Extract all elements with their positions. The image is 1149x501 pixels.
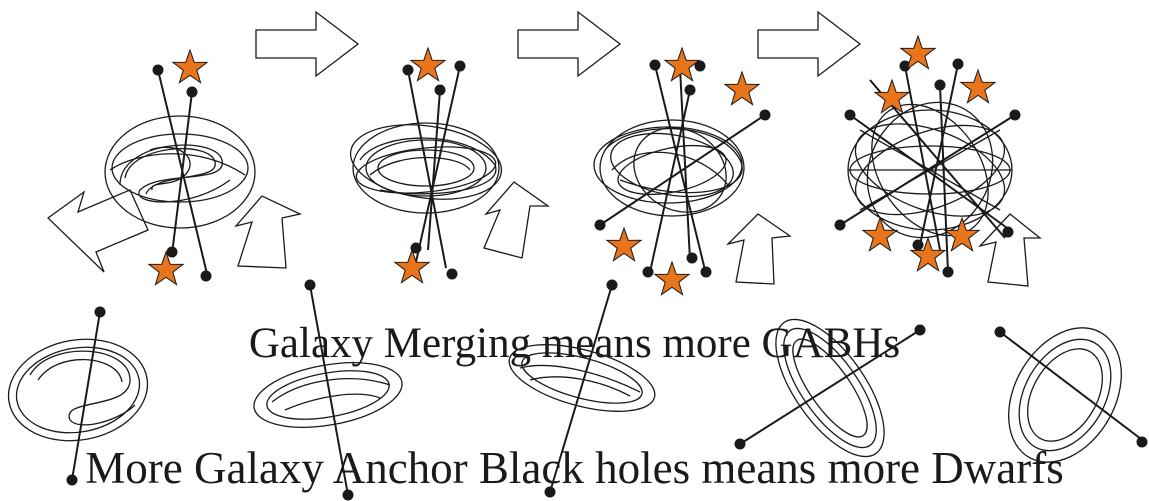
black-hole-icon: [1136, 436, 1148, 448]
black-hole-icon: [686, 252, 698, 264]
black-hole-icon: [649, 59, 661, 71]
black-hole-icon: [544, 486, 556, 498]
black-hole-icon: [454, 60, 466, 72]
black-hole-icon: [166, 246, 178, 258]
transition-arrow-3-icon: [757, 11, 861, 77]
star-icon: [394, 249, 430, 284]
black-hole-icon: [700, 266, 712, 278]
caption-galaxy-merging: Galaxy Merging means more GABHs: [248, 320, 901, 367]
dwarf-galaxy-5: [999, 327, 1146, 463]
star-icon: [654, 261, 690, 296]
black-hole-icon: [434, 84, 446, 96]
black-hole-icon: [934, 79, 946, 91]
star-icon: [606, 227, 642, 262]
black-hole-icon: [594, 219, 606, 231]
black-hole-icon: [844, 109, 856, 121]
black-hole-icon: [410, 242, 422, 254]
black-hole-icon: [1002, 226, 1014, 238]
galaxy-icon: [104, 115, 256, 229]
star-icon: [724, 71, 760, 106]
galaxy-icon: [349, 122, 503, 214]
galaxy-icon: [593, 119, 745, 217]
star-icon: [944, 217, 980, 252]
star-icon: [664, 47, 700, 82]
black-hole-icon: [912, 239, 924, 251]
black-hole-icon: [1009, 109, 1021, 121]
dwarf-galaxy-4: [739, 318, 921, 458]
merge-stage-4: [839, 63, 1042, 287]
black-hole-icons: [66, 58, 1148, 501]
black-hole-icon: [694, 60, 706, 72]
dwarf-galaxy-2: [253, 284, 403, 496]
black-hole-icon: [342, 489, 354, 501]
merge-stage-1: [46, 69, 302, 279]
merge-stage-2: [349, 65, 503, 269]
black-hole-icon: [952, 58, 964, 70]
dwarf-galaxy-1: [7, 311, 149, 481]
black-hole-icon: [994, 326, 1006, 338]
star-icon: [172, 49, 208, 84]
black-hole-icon: [642, 266, 654, 278]
black-hole-icon: [734, 438, 746, 450]
black-hole-icon: [834, 219, 846, 231]
black-hole-icon: [914, 324, 926, 336]
transition-arrow-1-icon: [255, 11, 359, 77]
star-icon: [410, 47, 446, 82]
black-hole-icon: [606, 279, 618, 291]
black-hole-icon: [66, 474, 78, 486]
black-hole-icon: [684, 84, 696, 96]
merge-stage-3: [483, 64, 792, 285]
inflow-arrow-left-icon: [46, 189, 149, 273]
star-icon: [960, 69, 996, 104]
caption-more-dwarfs: More Galaxy Anchor Black holes means mor…: [85, 443, 1064, 493]
star-icon: [148, 251, 184, 286]
black-hole-icon: [446, 268, 458, 280]
black-hole-icon: [759, 109, 771, 121]
black-hole-icon: [94, 306, 106, 318]
inflow-arrow-right-icon: [978, 213, 1042, 287]
black-hole-icon: [152, 64, 164, 76]
black-hole-icon: [200, 270, 212, 282]
star-icon: [874, 79, 910, 114]
inflow-arrow-right-icon: [483, 181, 792, 285]
black-hole-icon: [186, 86, 198, 98]
black-hole-icon: [304, 279, 316, 291]
black-hole-icon: [402, 64, 414, 76]
black-hole-icon: [942, 266, 954, 278]
transition-arrow-2-icon: [517, 11, 621, 77]
dwarf-galaxy-3: [508, 284, 656, 493]
inflow-arrow-right-icon: [234, 195, 302, 269]
